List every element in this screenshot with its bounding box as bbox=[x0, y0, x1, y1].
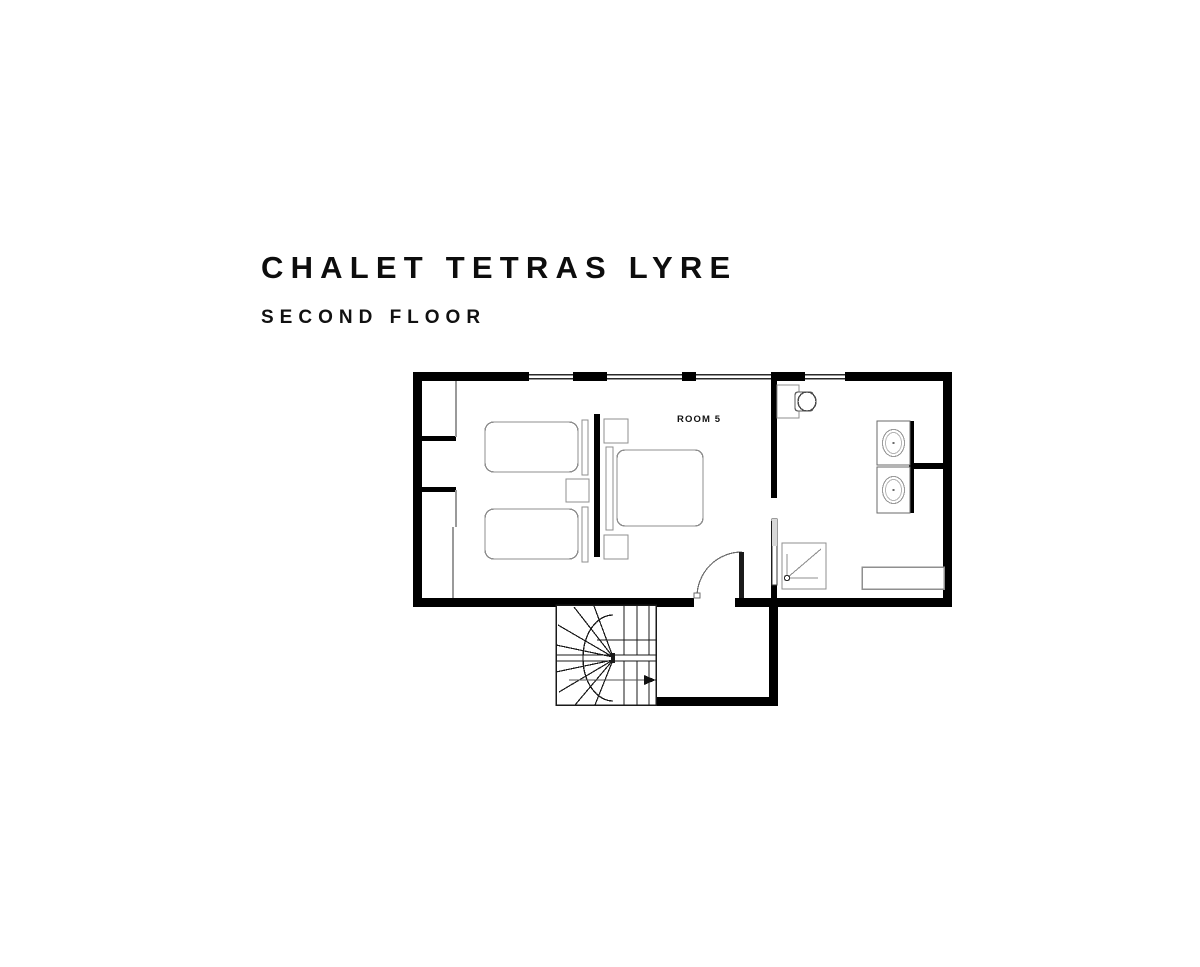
wall-bed-divider bbox=[594, 414, 600, 557]
stair-direction-arrow bbox=[569, 675, 656, 685]
wall-left-exterior bbox=[413, 372, 422, 607]
single-bed-1-headboard bbox=[581, 419, 589, 476]
staircase bbox=[555, 604, 657, 706]
stair-treads-lower bbox=[623, 661, 650, 705]
door-bathroom bbox=[771, 518, 778, 586]
nightstand-double-lower bbox=[603, 534, 629, 560]
wall-top-seg-1 bbox=[413, 372, 529, 381]
single-bed-1 bbox=[484, 419, 589, 476]
room-label-room5: ROOM 5 bbox=[677, 414, 721, 425]
stair-treads-upper bbox=[597, 605, 656, 655]
wall-partition-bath-upper bbox=[771, 381, 777, 498]
single-bed-2 bbox=[484, 506, 589, 563]
window-3 bbox=[696, 372, 771, 381]
wall-stairwell-bottom bbox=[655, 697, 778, 706]
closet-group bbox=[452, 381, 457, 598]
toilet bbox=[776, 384, 817, 419]
double-bed-headboard bbox=[605, 446, 614, 531]
shower bbox=[781, 542, 827, 590]
double-bed bbox=[605, 446, 704, 531]
window-2 bbox=[607, 372, 682, 381]
door-bedroom-entry bbox=[693, 551, 744, 599]
wall-stairwell-right bbox=[769, 598, 778, 706]
toilet-bowl bbox=[797, 391, 817, 412]
wall-top-seg-2 bbox=[573, 372, 607, 381]
washbasin-2 bbox=[876, 466, 911, 514]
shower-drain bbox=[783, 574, 791, 582]
bedroom-furniture bbox=[484, 418, 704, 563]
nightstand-double-upper bbox=[603, 418, 629, 444]
wall-closet-bottom bbox=[422, 487, 456, 492]
nightstand-between-singles bbox=[565, 478, 590, 503]
stair-curve bbox=[582, 614, 614, 702]
window-4 bbox=[805, 372, 845, 381]
washbasin-1 bbox=[876, 420, 911, 466]
wall-top-seg-3 bbox=[682, 372, 696, 381]
door-group bbox=[693, 518, 778, 599]
wall-bottom-left bbox=[413, 598, 694, 607]
bathroom-fixtures bbox=[776, 384, 945, 590]
title-block: CHALET TETRAS LYRE SECOND FLOOR bbox=[261, 252, 961, 327]
bathtub bbox=[861, 566, 945, 590]
stair-winders-upper bbox=[555, 605, 614, 658]
single-bed-2-headboard bbox=[581, 506, 589, 563]
wall-right-exterior bbox=[943, 372, 952, 607]
stair-newel bbox=[611, 653, 615, 663]
window-group bbox=[529, 372, 845, 381]
wall-bottom-mid bbox=[735, 598, 952, 607]
door-bedroom-entry-leaf bbox=[739, 552, 744, 598]
wall-group-exterior bbox=[413, 372, 952, 607]
wall-vanity-divider bbox=[909, 463, 952, 469]
page-subtitle: SECOND FLOOR bbox=[261, 307, 487, 328]
wall-top-seg-4 bbox=[771, 372, 805, 381]
page-title: CHALET TETRAS LYRE bbox=[261, 250, 738, 285]
window-1 bbox=[529, 372, 573, 381]
wall-vanity-vertical bbox=[909, 421, 914, 513]
wall-closet-top bbox=[422, 436, 456, 441]
wall-top-seg-5 bbox=[845, 372, 952, 381]
